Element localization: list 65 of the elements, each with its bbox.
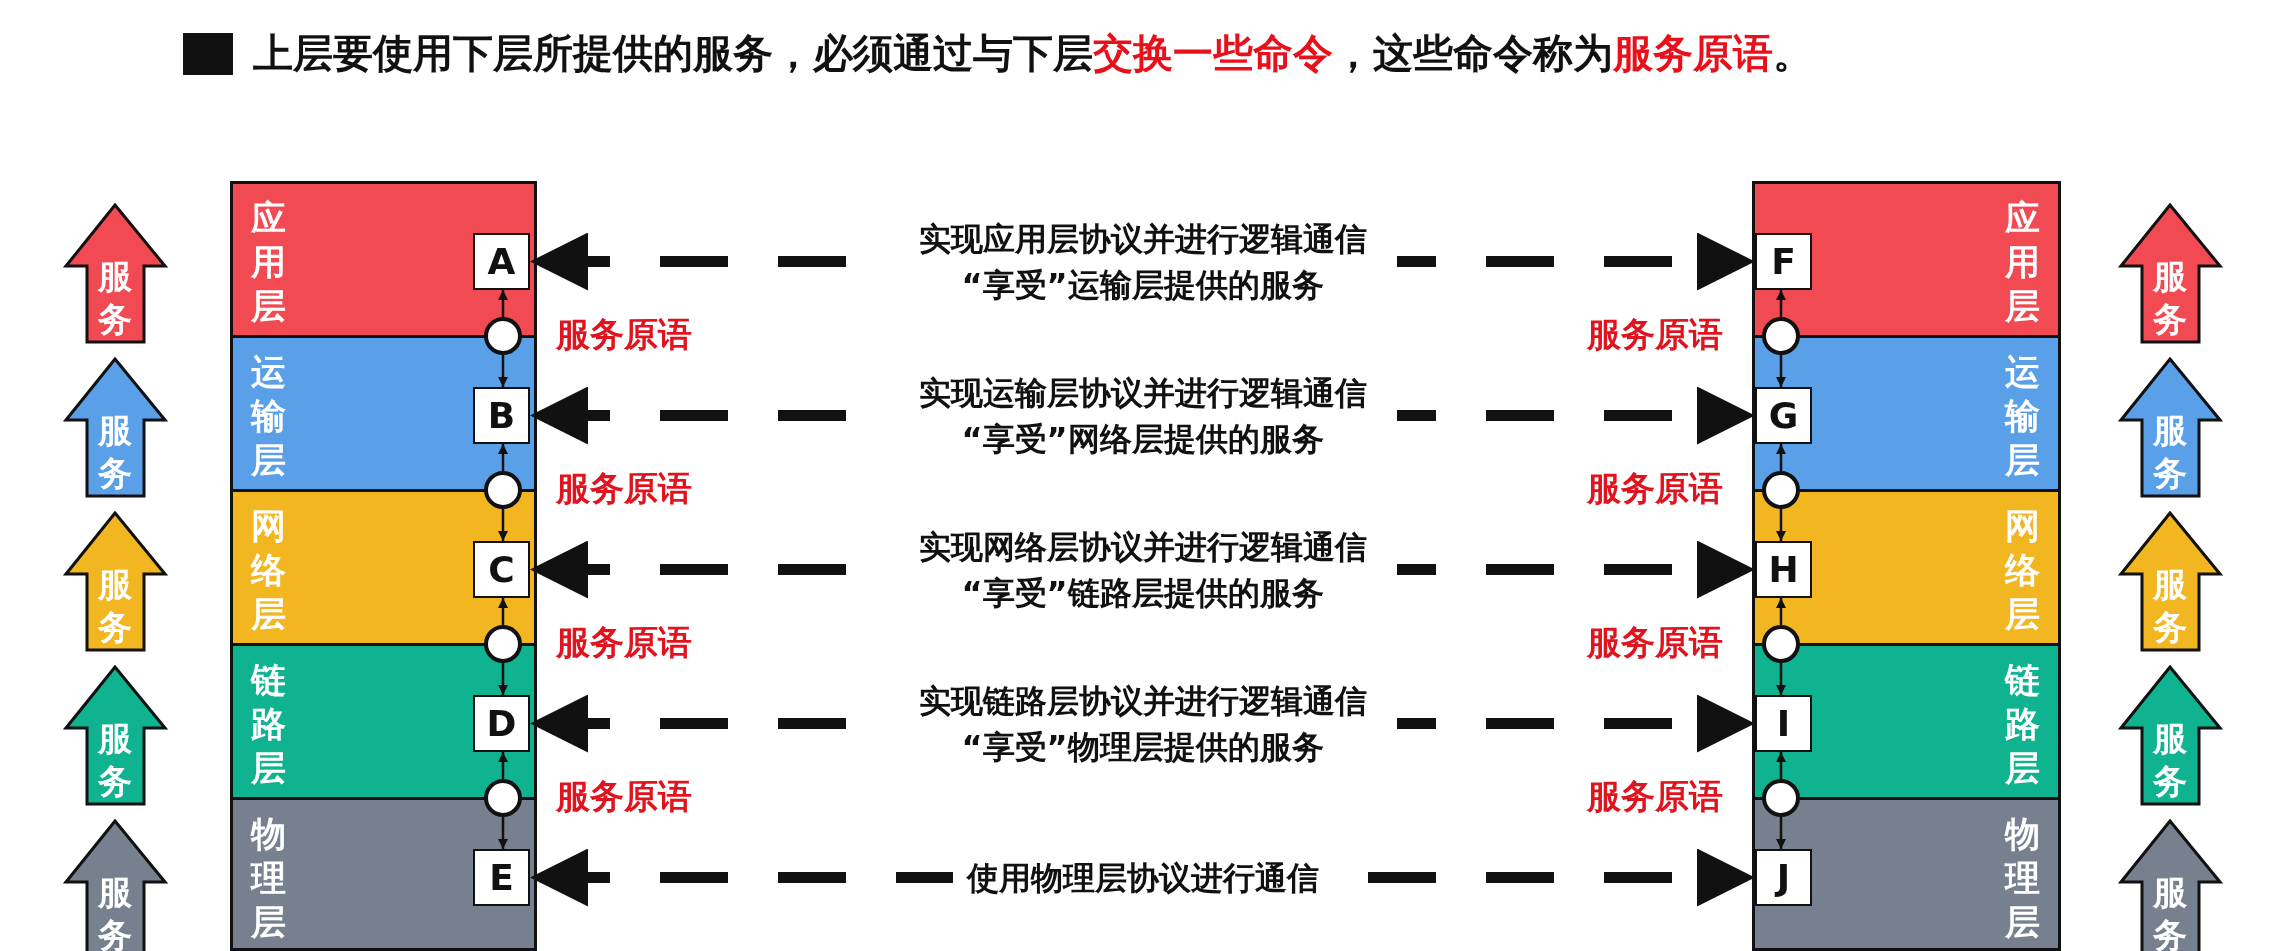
entity-box: C (473, 541, 530, 598)
layer-name: 应用层 (251, 197, 286, 329)
layer-name: 物理层 (251, 813, 286, 945)
primitive-label: 服务原语 (556, 313, 692, 356)
entity-box: D (473, 695, 530, 752)
arrow-label: 服务 (98, 255, 132, 340)
arrow (498, 355, 508, 387)
entity-box: J (1755, 849, 1812, 906)
arrow (498, 752, 508, 779)
layer-name: 应用层 (2005, 197, 2040, 329)
arrow-label: 服务 (98, 717, 132, 802)
layer-name: 链路层 (251, 659, 286, 791)
entity-box: H (1755, 541, 1812, 598)
primitive-label: 服务原语 (556, 775, 692, 818)
layer-name: 运输层 (251, 351, 286, 483)
arrow (498, 663, 508, 695)
arrow (498, 598, 508, 625)
primitive-label: 服务原语 (1587, 313, 1723, 356)
arrow-label: 服务 (2153, 871, 2187, 951)
layer-name: 网络层 (251, 505, 286, 637)
slide-title: 上层要使用下层所提供的服务，必须通过与下层交换一些命令，这些命令称为服务原语。 (253, 29, 1813, 78)
entity-box: G (1755, 387, 1812, 444)
layer-band (230, 797, 537, 951)
layer-band (230, 181, 537, 338)
arrow-label: 服务 (98, 563, 132, 648)
layer-band (1752, 489, 2061, 646)
layer-name: 网络层 (2005, 505, 2040, 637)
layer-band (1752, 181, 2061, 338)
arrow (498, 509, 508, 541)
arrow-label: 服务 (2153, 717, 2187, 802)
layer-name: 物理层 (2005, 813, 2040, 945)
arrow (1776, 355, 1786, 387)
layer-band (1752, 643, 2061, 800)
arrow (1776, 444, 1786, 471)
entity-box: A (473, 233, 530, 290)
arrow (498, 817, 508, 849)
arrow (498, 290, 508, 317)
arrow (1776, 290, 1786, 317)
primitive-label: 服务原语 (1587, 775, 1723, 818)
arrow (498, 444, 508, 471)
entity-box: E (473, 849, 530, 906)
entity-box: B (473, 387, 530, 444)
layer-band (230, 643, 537, 800)
arrow-label: 服务 (2153, 255, 2187, 340)
layer-band (230, 489, 537, 646)
primitive-label: 服务原语 (556, 467, 692, 510)
arrow-label: 服务 (98, 871, 132, 951)
primitive-label: 服务原语 (556, 621, 692, 664)
arrow-label: 服务 (2153, 409, 2187, 494)
arrow (1776, 598, 1786, 625)
layer-name: 运输层 (2005, 351, 2040, 483)
arrow (1776, 752, 1786, 779)
layer-name: 链路层 (2005, 659, 2040, 791)
arrow-label: 服务 (98, 409, 132, 494)
primitive-label: 服务原语 (1587, 467, 1723, 510)
layer-band (1752, 335, 2061, 492)
arrow (1776, 509, 1786, 541)
primitive-label: 服务原语 (1587, 621, 1723, 664)
entity-box: I (1755, 695, 1812, 752)
arrow (1776, 663, 1786, 695)
arrow-label: 服务 (2153, 563, 2187, 648)
layer-band (1752, 797, 2061, 951)
entity-box: F (1755, 233, 1812, 290)
layer-band (230, 335, 537, 492)
arrow (1776, 817, 1786, 849)
